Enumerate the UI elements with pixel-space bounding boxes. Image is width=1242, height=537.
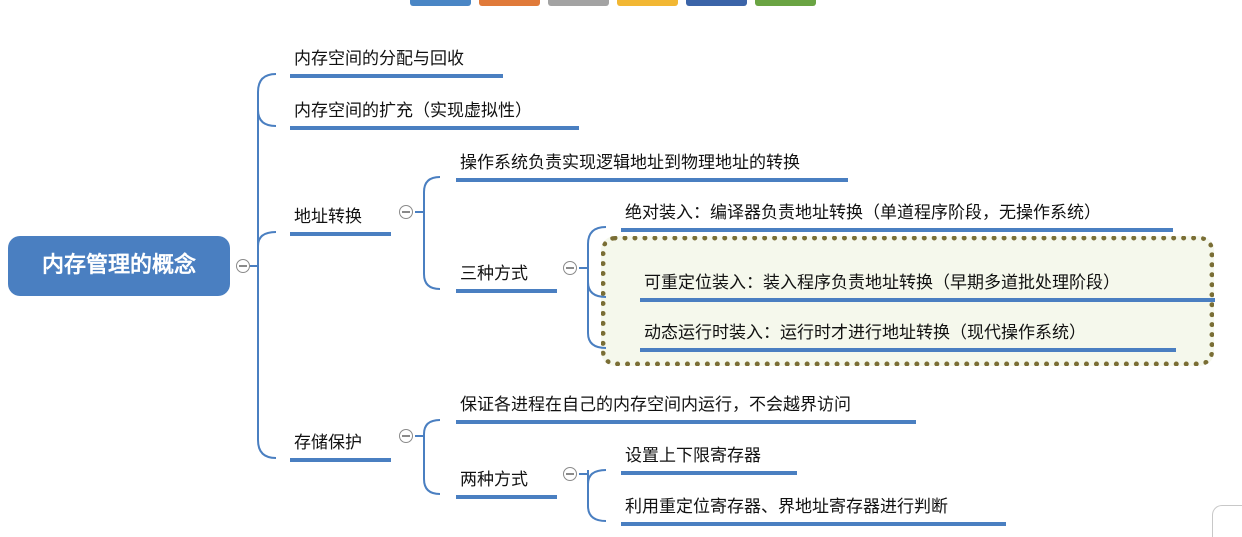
node-two-methods[interactable]: 两种方式 xyxy=(456,465,557,499)
root-node[interactable]: 内存管理的概念 xyxy=(8,236,230,296)
color-swatch-green[interactable] xyxy=(755,0,816,6)
collapse-toggle-icon[interactable] xyxy=(563,261,577,275)
connector-two-item-2 xyxy=(587,474,607,522)
page-corner-icon xyxy=(1212,505,1242,537)
branch-memory-allocation[interactable]: 内存空间的分配与回收 xyxy=(290,44,503,78)
collapse-toggle-icon[interactable] xyxy=(399,429,413,443)
branch-storage-protection[interactable]: 存储保护 xyxy=(290,428,391,462)
node-process-isolation[interactable]: 保证各进程在自己的内存空间内运行，不会越界访问 xyxy=(456,390,916,424)
collapse-toggle-icon[interactable] xyxy=(236,259,250,273)
node-absolute-loading[interactable]: 绝对装入：编译器负责地址转换（单道程序阶段，无操作系统） xyxy=(621,198,1173,232)
collapse-toggle-icon[interactable] xyxy=(399,205,413,219)
color-swatch-orange[interactable] xyxy=(479,0,540,6)
collapse-toggle-icon[interactable] xyxy=(563,467,577,481)
branch-memory-expansion[interactable]: 内存空间的扩充（实现虚拟性） xyxy=(290,96,579,130)
connector-three-item-2 xyxy=(587,268,607,298)
node-three-methods[interactable]: 三种方式 xyxy=(456,259,557,293)
connector-addr-child-2 xyxy=(423,212,441,290)
connector-branch-4 xyxy=(257,439,277,459)
connector-branch-1 xyxy=(257,73,277,93)
connector-branch-3 xyxy=(257,231,277,266)
connector-branch-2 xyxy=(257,109,277,127)
connector-two-item-1 xyxy=(587,469,607,485)
branch-address-translation[interactable]: 地址转换 xyxy=(290,202,391,236)
node-bound-registers[interactable]: 设置上下限寄存器 xyxy=(621,441,797,475)
color-swatch-navy[interactable] xyxy=(686,0,747,6)
node-os-address-translation[interactable]: 操作系统负责实现逻辑地址到物理地址的转换 xyxy=(456,148,848,182)
connector-protect-child-1 xyxy=(423,419,441,436)
node-relocatable-loading[interactable]: 可重定位装入：装入程序负责地址转换（早期多道批处理阶段） xyxy=(640,268,1215,302)
color-swatch-blue[interactable] xyxy=(410,0,471,6)
node-dynamic-runtime-loading[interactable]: 动态运行时装入：运行时才进行地址转换（现代操作系统） xyxy=(640,318,1176,352)
color-swatch-yellow[interactable] xyxy=(617,0,678,6)
connector-addr-child-1 xyxy=(423,176,441,212)
node-relocation-registers[interactable]: 利用重定位寄存器、界地址寄存器进行判断 xyxy=(621,492,1006,526)
color-swatch-gray[interactable] xyxy=(548,0,609,6)
connector-protect-child-2 xyxy=(423,436,441,495)
connector-three-item-1 xyxy=(587,226,607,268)
connector-three-item-3 xyxy=(587,282,607,349)
